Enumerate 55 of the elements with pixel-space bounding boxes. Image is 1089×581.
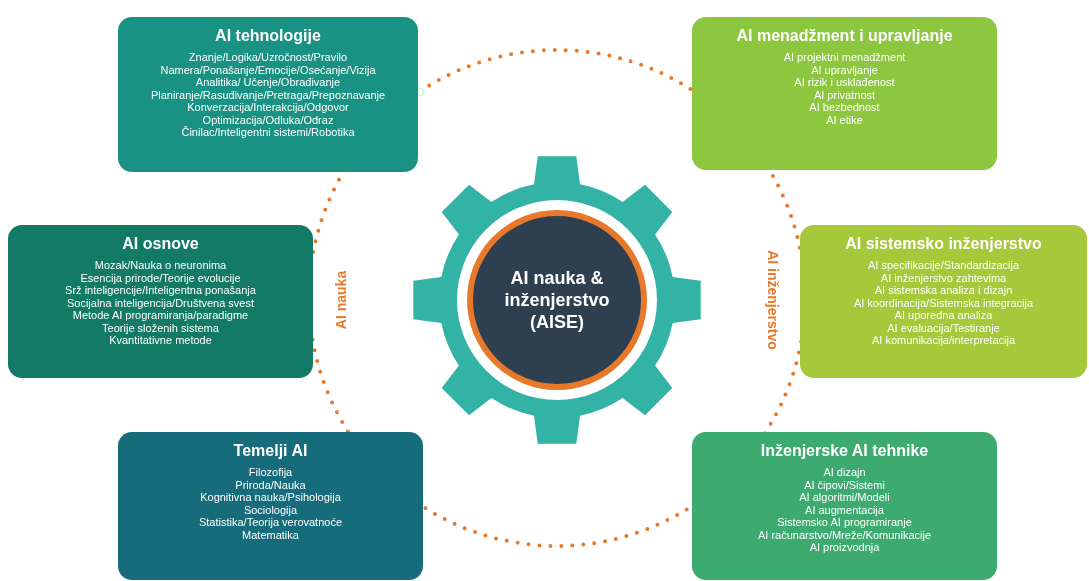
- topic-item: AI proizvodnja: [809, 541, 880, 554]
- card-title: AI osnove: [122, 235, 199, 253]
- category-card: [692, 432, 997, 580]
- topic-item: Planiranje/Rasuđivanje/Pretraga/Prepoznavanje: [150, 88, 386, 101]
- topic-item: Mozak/Nauka o neuronima: [94, 259, 227, 272]
- topic-item: AI dizajn: [823, 466, 866, 479]
- card-title: AI tehnologije: [215, 27, 321, 45]
- topic-item: Analitika/ Učenje/Obrađivanje: [195, 76, 341, 89]
- topic-item: Filozofija: [248, 466, 293, 479]
- topic-item: AI uporedna analiza: [894, 309, 993, 322]
- topic-item: AI augmentacija: [805, 503, 884, 516]
- category-card: [8, 225, 313, 378]
- category-card: [800, 225, 1087, 378]
- topic-item: AI evaluacija/Testiranje: [887, 321, 1000, 334]
- topic-item: Znanje/Logika/Uzročnost/Pravilo: [188, 51, 348, 64]
- category-card: [692, 17, 997, 170]
- topic-item: Socijalna inteligencija/Društvena svest: [66, 296, 255, 309]
- topic-item: AI privatnost: [813, 88, 876, 101]
- category-card: [118, 17, 418, 172]
- topic-item: Srž inteligencije/Inteligentna ponašanja: [65, 284, 256, 297]
- topic-item: AI inženjerstvo zahtevima: [880, 271, 1007, 284]
- side-label: AI inženjerstvo: [764, 250, 781, 350]
- topic-item: Činilac/Inteligentni sistemi/Robotika: [181, 126, 355, 139]
- topic-item: Konverzacija/Interakcija/Odgovor: [187, 101, 349, 114]
- topic-item: Matematika: [242, 528, 299, 541]
- topic-item: Sociologija: [243, 503, 298, 516]
- hub-title: AI nauka & inženjerstvo (AISE): [503, 267, 611, 333]
- topic-item: AI algoritmi/Modeli: [799, 491, 890, 504]
- topic-item: Sistemsko AI programiranje: [777, 516, 912, 529]
- topic-item: AI sistemska analiza i dizajn: [874, 284, 1013, 297]
- card-title: Inženjerske AI tehnike: [760, 442, 929, 460]
- topic-item: Statistika/Teorija verovatnoće: [198, 516, 343, 529]
- topic-item: AI računarstvo/Mreže/Komunikacije: [758, 528, 931, 541]
- topic-item: AI specifikacije/Standardizacija: [868, 259, 1019, 272]
- topic-item: Optimizacija/Odluka/Odraz: [202, 113, 334, 126]
- card-title: AI sistemsko inženjerstvo: [845, 235, 1042, 253]
- topic-item: AI projektni menadžment: [783, 51, 906, 64]
- topic-item: Metode AI programiranja/paradigme: [72, 309, 249, 322]
- side-label: AI nauka: [333, 270, 350, 330]
- card-title: AI menadžment i upravljanje: [736, 27, 953, 45]
- topic-item: AI čipovi/Sistemi: [804, 478, 885, 491]
- topic-item: Kognitivna nauka/Psihologija: [200, 491, 341, 504]
- topic-item: Kvantitativne metode: [109, 334, 212, 347]
- category-card: [118, 432, 423, 580]
- topic-item: AI upravljanje: [811, 63, 878, 76]
- topic-item: AI komunikacija/interpretacija: [871, 334, 1016, 347]
- topic-item: Esencija prirode/Teorije evolucije: [80, 271, 241, 284]
- topic-item: AI bezbednost: [809, 101, 880, 114]
- topic-item: Namera/Ponašanje/Emocije/Osećanje/Vizija: [160, 63, 376, 76]
- topic-item: AI koordinacija/Sistemska integracija: [853, 296, 1034, 309]
- topic-item: Priroda/Nauka: [235, 478, 306, 491]
- topic-item: AI etike: [826, 113, 863, 126]
- card-title: Temelji AI: [233, 442, 308, 460]
- topic-item: AI rizik i usklađenost: [794, 76, 895, 89]
- topic-item: Teorije složenih sistema: [102, 321, 219, 334]
